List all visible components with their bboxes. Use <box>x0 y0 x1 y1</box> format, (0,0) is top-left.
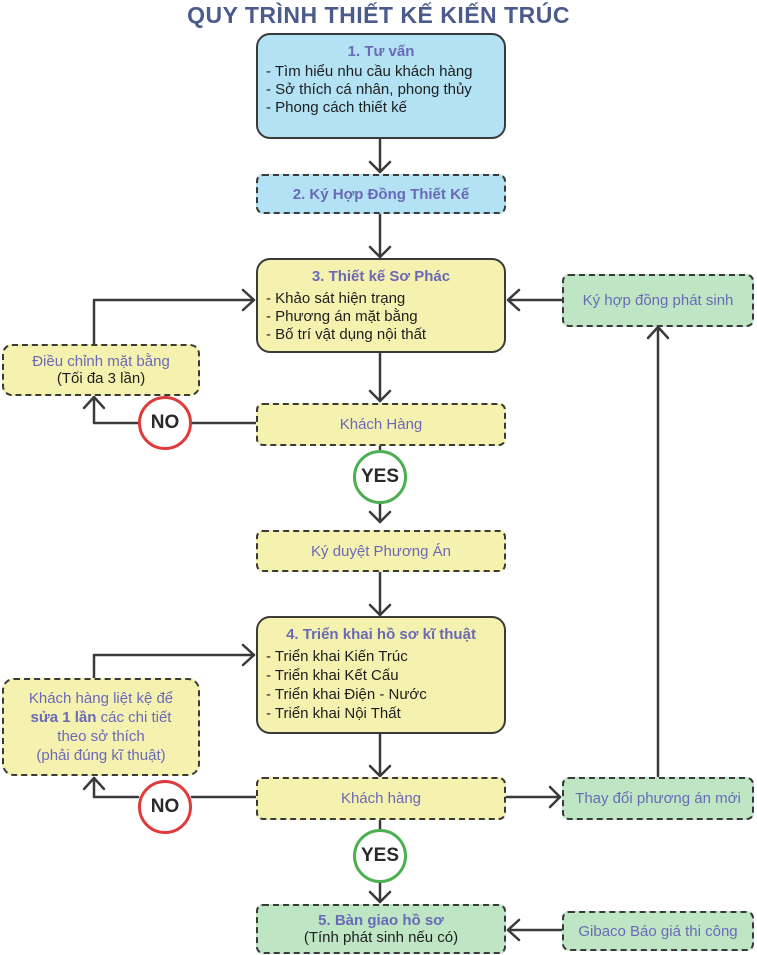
adjust-plan-box: Điều chỉnh mặt bằng (Tối đa 3 lần) <box>2 344 200 396</box>
arrow-no1-to-adjust <box>82 395 140 425</box>
step1-item: - Phong cách thiết kế <box>266 99 407 116</box>
arrow-gibaco-to-step5 <box>506 918 564 942</box>
customer-check-box-1: Khách Hàng <box>256 403 506 446</box>
step4-items: - Triển khai Kiến Trúc - Triển khai Kết … <box>258 647 504 723</box>
arrow-approve-to-step4 <box>368 569 392 617</box>
step3-sketch-box: 3. Thiết kế Sơ Phác - Khảo sát hiện trạn… <box>256 258 506 353</box>
step4-item: - Triển khai Nội Thất <box>266 705 401 722</box>
customer-check-label-1: Khách Hàng <box>339 416 423 433</box>
arrow-change-plan-to-extra-contract <box>646 325 670 778</box>
yes-decision-2: YES <box>353 829 407 883</box>
extra-contract-box: Ký hợp đồng phát sinh <box>562 274 754 327</box>
step4-technical-box: 4. Triển khai hồ sơ kĩ thuật - Triển kha… <box>256 616 506 734</box>
step5-subtitle: (Tính phát sinh nếu có) <box>303 929 459 946</box>
step3-item: - Bố trí vật dụng nội thất <box>266 326 427 343</box>
arrow-no2-to-customer-edit <box>82 776 140 799</box>
arrow-yes-to-step5 <box>368 880 392 904</box>
customer-edit-line2: sửa 1 lần các chi tiết <box>31 708 172 727</box>
arrow-step2-to-step3 <box>368 211 392 259</box>
customer-edit-line1: Khách hàng liệt kệ để <box>28 690 174 707</box>
step5-handover-box: 5. Bàn giao hồ sơ (Tính phát sinh nếu có… <box>256 904 506 954</box>
step1-item: - Sở thích cá nhân, phong thủy <box>266 81 472 98</box>
adjust-plan-line2: (Tối đa 3 lần) <box>56 370 146 387</box>
no-decision-2: NO <box>138 780 192 834</box>
diagram-title: QUY TRÌNH THIẾT KẾ KIẾN TRÚC <box>187 2 570 28</box>
approve-plan-box: Ký duyệt Phương Án <box>256 530 506 572</box>
change-plan-label: Thay đổi phương án mới <box>575 790 741 807</box>
arrow-step4-to-customer2 <box>368 732 392 778</box>
step4-item: - Triển khai Kết Cấu <box>266 667 399 684</box>
arrow-yes-to-approve <box>368 500 392 524</box>
step4-title: 4. Triển khai hồ sơ kĩ thuật <box>286 626 476 643</box>
extra-contract-label: Ký hợp đồng phát sinh <box>582 292 734 309</box>
no-decision-1: NO <box>138 396 192 450</box>
step2-title: 2. Ký Hợp Đồng Thiết Kế <box>292 185 470 203</box>
customer-edit-line4: (phải đúng kĩ thuật) <box>36 747 166 764</box>
step1-consult-box: 1. Tư vấn - Tìm hiểu nhu cầu khách hàng … <box>256 33 506 139</box>
arrow-step3-to-customer1 <box>368 350 392 403</box>
step5-title: 5. Bàn giao hồ sơ <box>318 912 444 929</box>
arrow-extra-contract-to-step3 <box>506 288 564 312</box>
customer-check-box-2: Khách hàng <box>256 777 506 820</box>
arrow-customer2-to-change-plan <box>504 785 562 809</box>
customer-edit-line2-rest: các chi tiết <box>96 709 172 726</box>
step4-item: - Triển khai Kiến Trúc <box>266 648 408 665</box>
step3-title: 3. Thiết kế Sơ Phác <box>311 268 451 285</box>
arrow-adjust-to-step3 <box>92 288 256 347</box>
arrow-customer-edit-to-step4 <box>92 643 256 680</box>
customer-edit-box: Khách hàng liệt kệ để sửa 1 lần các chi … <box>2 678 200 776</box>
customer-edit-bold: sửa 1 lần <box>30 709 97 726</box>
customer-edit-line3: theo sở thích <box>57 728 145 745</box>
gibaco-quote-label: Gibaco Báo giá thi công <box>578 922 738 940</box>
arrow-step1-to-step2 <box>368 136 392 174</box>
customer-check-label-2: Khách hàng <box>340 790 422 807</box>
step1-items: - Tìm hiểu nhu cầu khách hàng - Sở thích… <box>258 63 504 117</box>
yes-decision-1: YES <box>353 450 407 504</box>
change-plan-box: Thay đổi phương án mới <box>562 777 754 820</box>
step3-item: - Phương án mặt bằng <box>266 308 418 325</box>
step3-items: - Khảo sát hiện trạng - Phương án mặt bằ… <box>258 290 504 344</box>
approve-plan-label: Ký duyệt Phương Án <box>311 542 451 560</box>
step3-item: - Khảo sát hiện trạng <box>266 290 406 307</box>
step4-item: - Triển khai Điện - Nước <box>266 686 427 703</box>
gibaco-quote-box: Gibaco Báo giá thi công <box>562 911 754 951</box>
step1-item: - Tìm hiểu nhu cầu khách hàng <box>266 63 473 80</box>
step2-contract-box: 2. Ký Hợp Đồng Thiết Kế <box>256 174 506 214</box>
step1-title: 1. Tư vấn <box>347 43 415 60</box>
adjust-plan-line1: Điều chỉnh mặt bằng <box>32 353 170 370</box>
